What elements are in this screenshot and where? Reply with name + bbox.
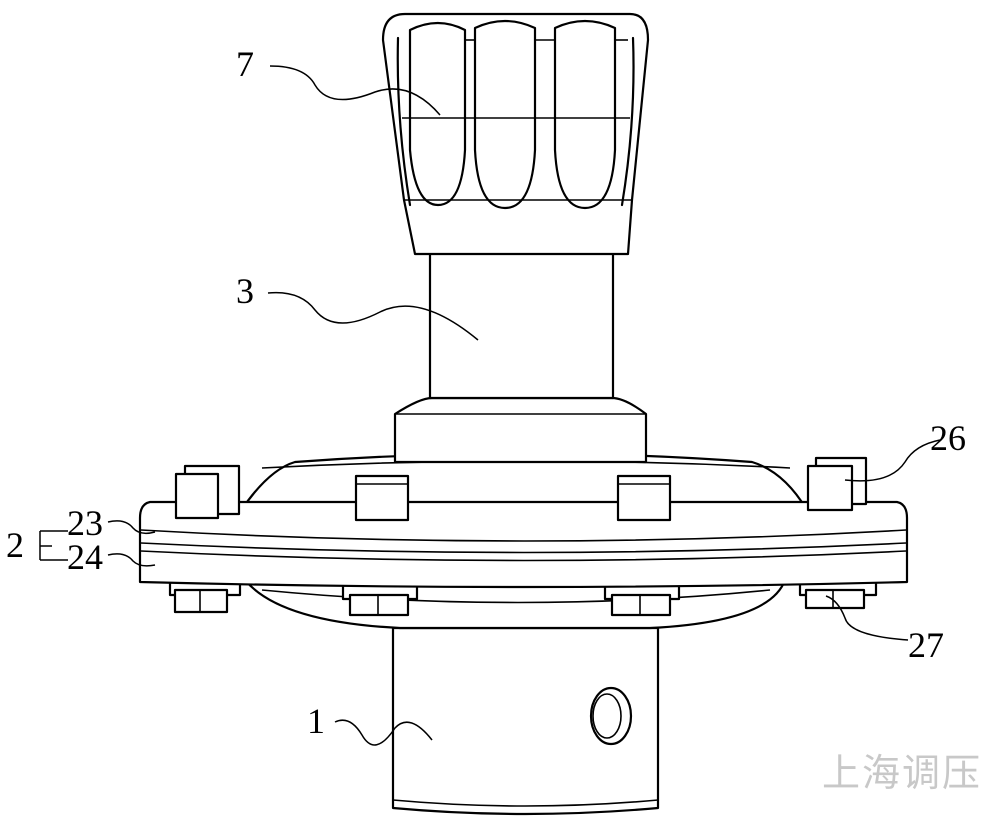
leader-lines (39, 65, 941, 746)
bracket-2 (39, 530, 68, 561)
leader-26 (844, 439, 941, 482)
leader-27 (825, 595, 909, 641)
upper-bolt-heads (174, 456, 868, 522)
upper-bolt-mid-right (616, 474, 672, 522)
label-26: 26 (930, 418, 966, 458)
label-27: 27 (908, 625, 944, 665)
label-7: 7 (236, 44, 254, 84)
lower-bolt-heads (168, 575, 878, 617)
label-3: 3 (236, 271, 254, 311)
bottom-body-cylinder (391, 626, 660, 816)
adjustment-knob (381, 12, 650, 256)
label-2: 2 (6, 525, 24, 565)
upper-bolt-left (174, 464, 241, 520)
label-1: 1 (307, 701, 325, 741)
part-labels: 7 3 26 2 23 24 27 1 (6, 44, 966, 741)
lower-bolt-mid-right (603, 583, 681, 617)
label-24: 24 (67, 537, 103, 577)
upper-bolt-mid-left (354, 474, 410, 522)
leader-7 (269, 65, 441, 116)
central-column (428, 248, 615, 400)
leader-23 (107, 520, 156, 535)
leader-3 (267, 291, 479, 341)
leader-24 (107, 553, 156, 567)
watermark-text: 上海调压 (822, 751, 982, 795)
leader-1 (334, 719, 433, 746)
lower-bolt-mid-left (341, 583, 419, 617)
label-23: 23 (67, 503, 103, 543)
column-collar (393, 396, 648, 464)
upper-bolt-right (806, 456, 868, 512)
flange-plates (138, 500, 909, 589)
